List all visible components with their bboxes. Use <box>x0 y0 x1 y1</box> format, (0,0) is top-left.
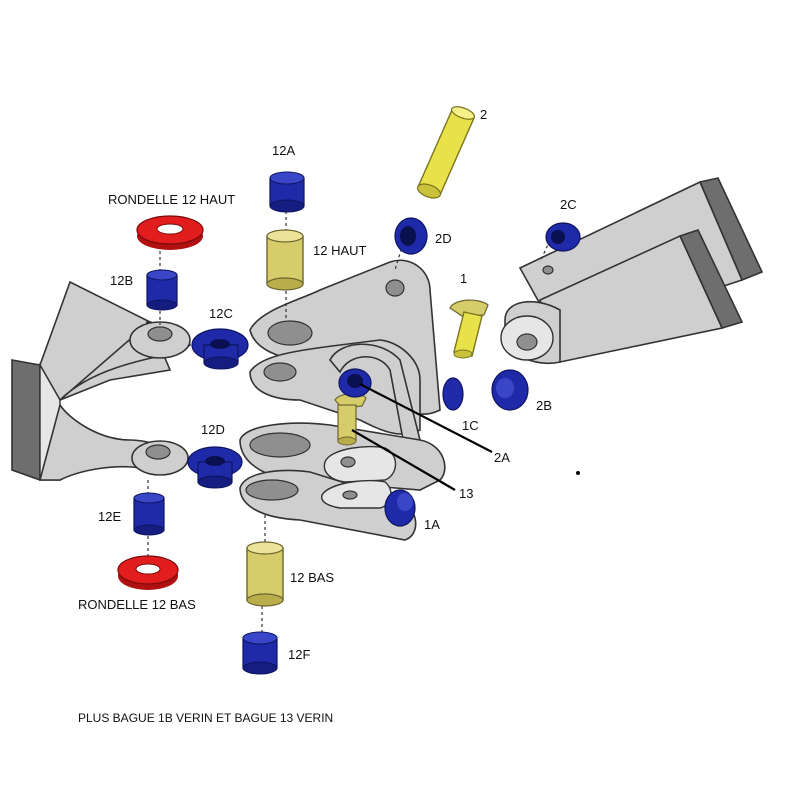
stray-dot <box>576 471 580 475</box>
label-1a: 1A <box>424 517 440 532</box>
label-2a: 2A <box>494 450 510 465</box>
label-2d: 2D <box>435 231 452 246</box>
bushing-2b <box>491 369 529 411</box>
bushing-12f <box>242 631 278 675</box>
label-1: 1 <box>460 271 467 286</box>
label-12-bas: 12 BAS <box>290 570 334 585</box>
label-13: 13 <box>459 486 473 501</box>
label-2b: 2B <box>536 398 552 413</box>
footer-note: PLUS BAGUE 1B VERIN ET BAGUE 13 VERIN <box>78 711 333 725</box>
label-rondelle-12-haut: RONDELLE 12 HAUT <box>108 192 235 207</box>
right-arm <box>500 177 764 365</box>
label-1c: 1C <box>462 418 479 433</box>
bushing-2a <box>338 368 372 398</box>
washer-12-bas <box>117 555 179 590</box>
pin-2 <box>416 106 476 199</box>
label-12d: 12D <box>201 422 225 437</box>
washer-12-haut <box>136 215 204 250</box>
label-12a: 12A <box>272 143 295 158</box>
bushing-1c <box>442 377 464 411</box>
bushing-12d <box>187 446 243 489</box>
bushing-12e <box>133 492 165 536</box>
label-2: 2 <box>480 107 487 122</box>
label-12c: 12C <box>209 306 233 321</box>
bushing-12b <box>146 269 178 311</box>
pin-12-bas <box>246 541 284 607</box>
bushing-1a <box>384 489 416 527</box>
labels: 2 12A RONDELLE 12 HAUT 2D 2C 12 HAUT 1 1… <box>78 107 577 725</box>
label-12f: 12F <box>288 647 310 662</box>
label-12-haut: 12 HAUT <box>313 243 367 258</box>
pin-1 <box>449 299 489 359</box>
label-12b: 12B <box>110 273 133 288</box>
pin-13 <box>334 393 367 446</box>
label-2c: 2C <box>560 197 577 212</box>
label-rondelle-12-bas: RONDELLE 12 BAS <box>78 597 196 612</box>
left-bracket <box>11 280 192 482</box>
pin-12-haut <box>266 229 304 291</box>
bushing-2d <box>394 217 428 255</box>
label-12e: 12E <box>98 509 121 524</box>
bushing-12c <box>191 328 249 370</box>
bushing-2c <box>545 222 581 252</box>
leader-lines <box>351 383 493 491</box>
bushing-12a <box>269 171 305 213</box>
center-knuckle <box>239 259 446 541</box>
